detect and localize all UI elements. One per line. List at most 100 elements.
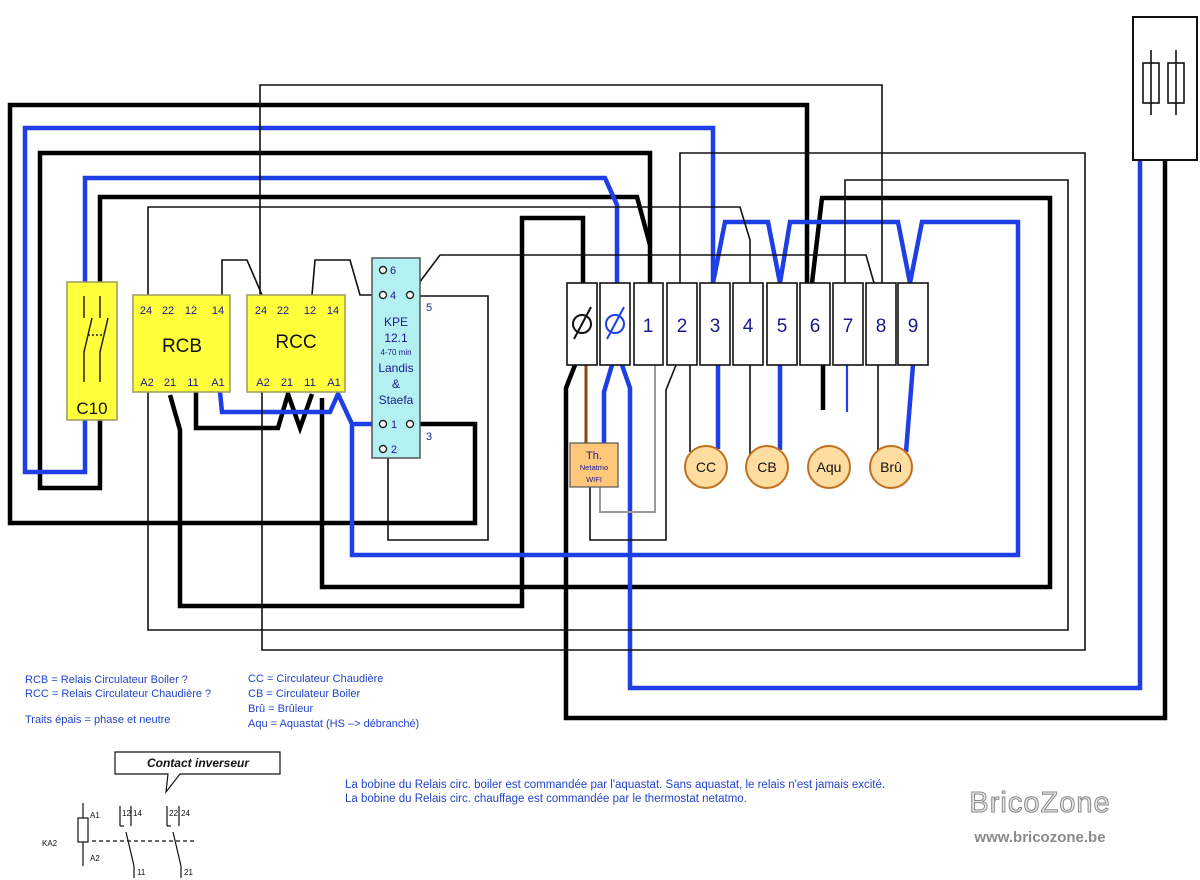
load-bru-label: Brû xyxy=(880,459,902,475)
terminal-block: 1 2 3 4 5 6 7 8 9 xyxy=(566,282,929,366)
wire-thick-breaker-to-terminal-1 xyxy=(37,150,653,491)
terminal-9 xyxy=(897,282,929,366)
rcc-pin-24: 24 xyxy=(255,305,267,317)
coil-a1-label: A1 xyxy=(90,811,100,820)
contact-1-com-label: 11 xyxy=(137,868,146,877)
terminal-1-label: 1 xyxy=(643,316,654,337)
callout-title: Contact inverseur xyxy=(147,756,250,770)
breaker-switch-icon xyxy=(83,296,109,382)
load-cb xyxy=(745,445,789,489)
kpe-maker-1: Landis xyxy=(378,361,413,375)
note-heating-relay: La bobine du Relais circ. chauffage est … xyxy=(345,793,747,805)
breaker-body xyxy=(66,281,118,421)
contact-inverseur-diagram: Contact inverseur KA2 A1 A2 12 14 11 22 … xyxy=(42,751,281,878)
coil-icon xyxy=(77,803,89,866)
kpe-pin-3: 3 xyxy=(426,431,432,443)
rcb-pin-21: 21 xyxy=(164,377,176,389)
coil-a2-label: A2 xyxy=(90,854,100,863)
terminal-2-label: 2 xyxy=(677,316,688,337)
load-cb-label: CB xyxy=(757,459,776,475)
legend-thick: Traits épais = phase et neutre xyxy=(25,714,170,726)
rcb-pin-14: 14 xyxy=(212,305,224,317)
wire-thin-rcc-12-to-kpe-4 xyxy=(311,259,380,296)
thermostat-line-1: Th. xyxy=(586,450,602,462)
brand-logo: BricoZone www.bricozone.be xyxy=(969,787,1110,847)
rcc-pin-12: 12 xyxy=(304,305,316,317)
terminal-8 xyxy=(865,282,897,366)
relay-rcc-body xyxy=(246,294,346,393)
breaker-label: C10 xyxy=(76,399,107,418)
legend-cb: CB = Circulateur Boiler xyxy=(248,688,361,700)
wire-blue-breaker-top-to-neutral xyxy=(82,175,620,283)
contact-1-no-label: 14 xyxy=(133,809,142,818)
terminal-6 xyxy=(799,282,831,366)
legend-bru: Brû = Brûleur xyxy=(248,703,313,715)
thermostat-body xyxy=(569,442,619,488)
rcc-pin-a1: A1 xyxy=(327,377,340,389)
legend-rcc: RCC = Relais Circulateur Chaudière ? xyxy=(25,688,211,700)
kpe-pin-4: 4 xyxy=(390,290,396,302)
wire-thin-terminal-2-to-thermostat xyxy=(589,364,677,541)
terminal-6-label: 6 xyxy=(810,316,821,337)
wire-thick-breaker-top-to-terminal-1 xyxy=(97,194,653,282)
contact-2-no-label: 24 xyxy=(181,809,190,818)
kpe-title: KPE xyxy=(384,315,408,329)
wire-blue-coil-loop xyxy=(217,219,1021,558)
wire-thin-rcb-14-to-rcc-24 xyxy=(221,259,263,296)
kpe-model: 12.1 xyxy=(384,331,408,345)
brand-url: www.bricozone.be xyxy=(973,829,1105,846)
legend-aqu: Aqu = Aquastat (HS –> débranché) xyxy=(248,718,419,730)
rcc-pin-a2: A2 xyxy=(256,377,269,389)
kpe-maker-amp: & xyxy=(392,377,400,391)
wire-thin-rcb-24-to-terminal-4 xyxy=(147,206,751,295)
rcb-pin-a2: A2 xyxy=(140,377,153,389)
fuse-icon xyxy=(1142,50,1185,115)
rcb-pin-22: 22 xyxy=(162,305,174,317)
kpe-pin-6: 6 xyxy=(390,265,396,277)
kpe-range: 4-70 min xyxy=(380,348,411,357)
rcc-pin-21: 21 xyxy=(281,377,293,389)
earth-terminal-icon xyxy=(605,306,625,340)
rcb-pin-11: 11 xyxy=(187,377,198,389)
notes: La bobine du Relais circ. boiler est com… xyxy=(345,779,885,805)
callout-box xyxy=(114,751,281,795)
wire-thin-rcb-a2-to-terminal-7 xyxy=(147,179,1069,631)
legend-rcb: RCB = Relais Circulateur Boiler ? xyxy=(25,674,188,686)
wire-blue-terminal-9-to-bru xyxy=(903,364,916,453)
terminal-8-label: 8 xyxy=(876,316,887,337)
wires xyxy=(7,84,1168,721)
rcc-pin-14: 14 xyxy=(327,305,339,317)
rcb-pin-a1: A1 xyxy=(211,377,224,389)
terminal-5-label: 5 xyxy=(777,316,788,337)
kpe-pin-5: 5 xyxy=(426,302,432,314)
kpe-maker-2: Staefa xyxy=(379,393,414,407)
wire-thick-terminal-earth-to-rcb xyxy=(167,215,586,609)
rcc-name: RCC xyxy=(275,332,316,353)
relay-rcc: 24 22 12 14 RCC A2 21 11 A1 xyxy=(246,294,346,393)
terminal-3-label: 3 xyxy=(710,316,721,337)
wire-blue-neutral-to-thermostat xyxy=(601,364,615,443)
terminal-2 xyxy=(666,282,698,366)
note-boiler-relay: La bobine du Relais circ. boiler est com… xyxy=(345,779,885,791)
load-cc xyxy=(684,445,728,489)
wire-thick-outer-loop xyxy=(7,102,810,526)
brand-name: BricoZone xyxy=(969,787,1110,819)
breaker-c10: C10 xyxy=(66,281,118,421)
terminal-4-label: 4 xyxy=(743,316,754,337)
legend: RCB = Relais Circulateur Boiler ? RCC = … xyxy=(25,673,419,730)
changeover-contacts xyxy=(92,806,196,878)
contact-2-com-label: 21 xyxy=(184,868,193,877)
timer-kpe: 6 4 5 KPE 12.1 4-70 min Landis & Staefa … xyxy=(371,257,432,459)
wire-blue-breaker-to-terminal-3 xyxy=(22,125,716,475)
load-bru xyxy=(869,445,913,489)
relay-rcb: 24 22 12 14 RCB A2 21 11 A1 xyxy=(132,294,231,393)
thermostat-line-2: Netatmo xyxy=(580,463,608,472)
wire-gray-terminal-1-to-thermostat xyxy=(599,365,656,513)
kpe-pin-2: 2 xyxy=(391,444,397,456)
wire-thick-rcc-to-terminal-6 xyxy=(319,195,1053,590)
thermostat-line-3: WIFI xyxy=(586,475,602,484)
terminal-5 xyxy=(766,282,798,366)
load-aqu xyxy=(807,445,851,489)
contact-1-nc-label: 12 xyxy=(122,809,131,818)
